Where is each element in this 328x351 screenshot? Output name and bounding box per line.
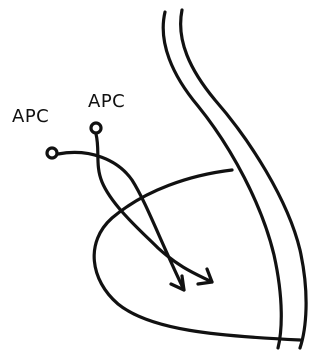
cup-outline	[94, 170, 300, 340]
migration-path-left	[58, 152, 184, 290]
apc-label-left: APC	[12, 106, 49, 127]
apc-label-right: APC	[88, 91, 125, 112]
migration-path-right	[96, 134, 212, 282]
apc-cell-right	[91, 123, 101, 133]
apc-cell-left	[47, 148, 57, 158]
